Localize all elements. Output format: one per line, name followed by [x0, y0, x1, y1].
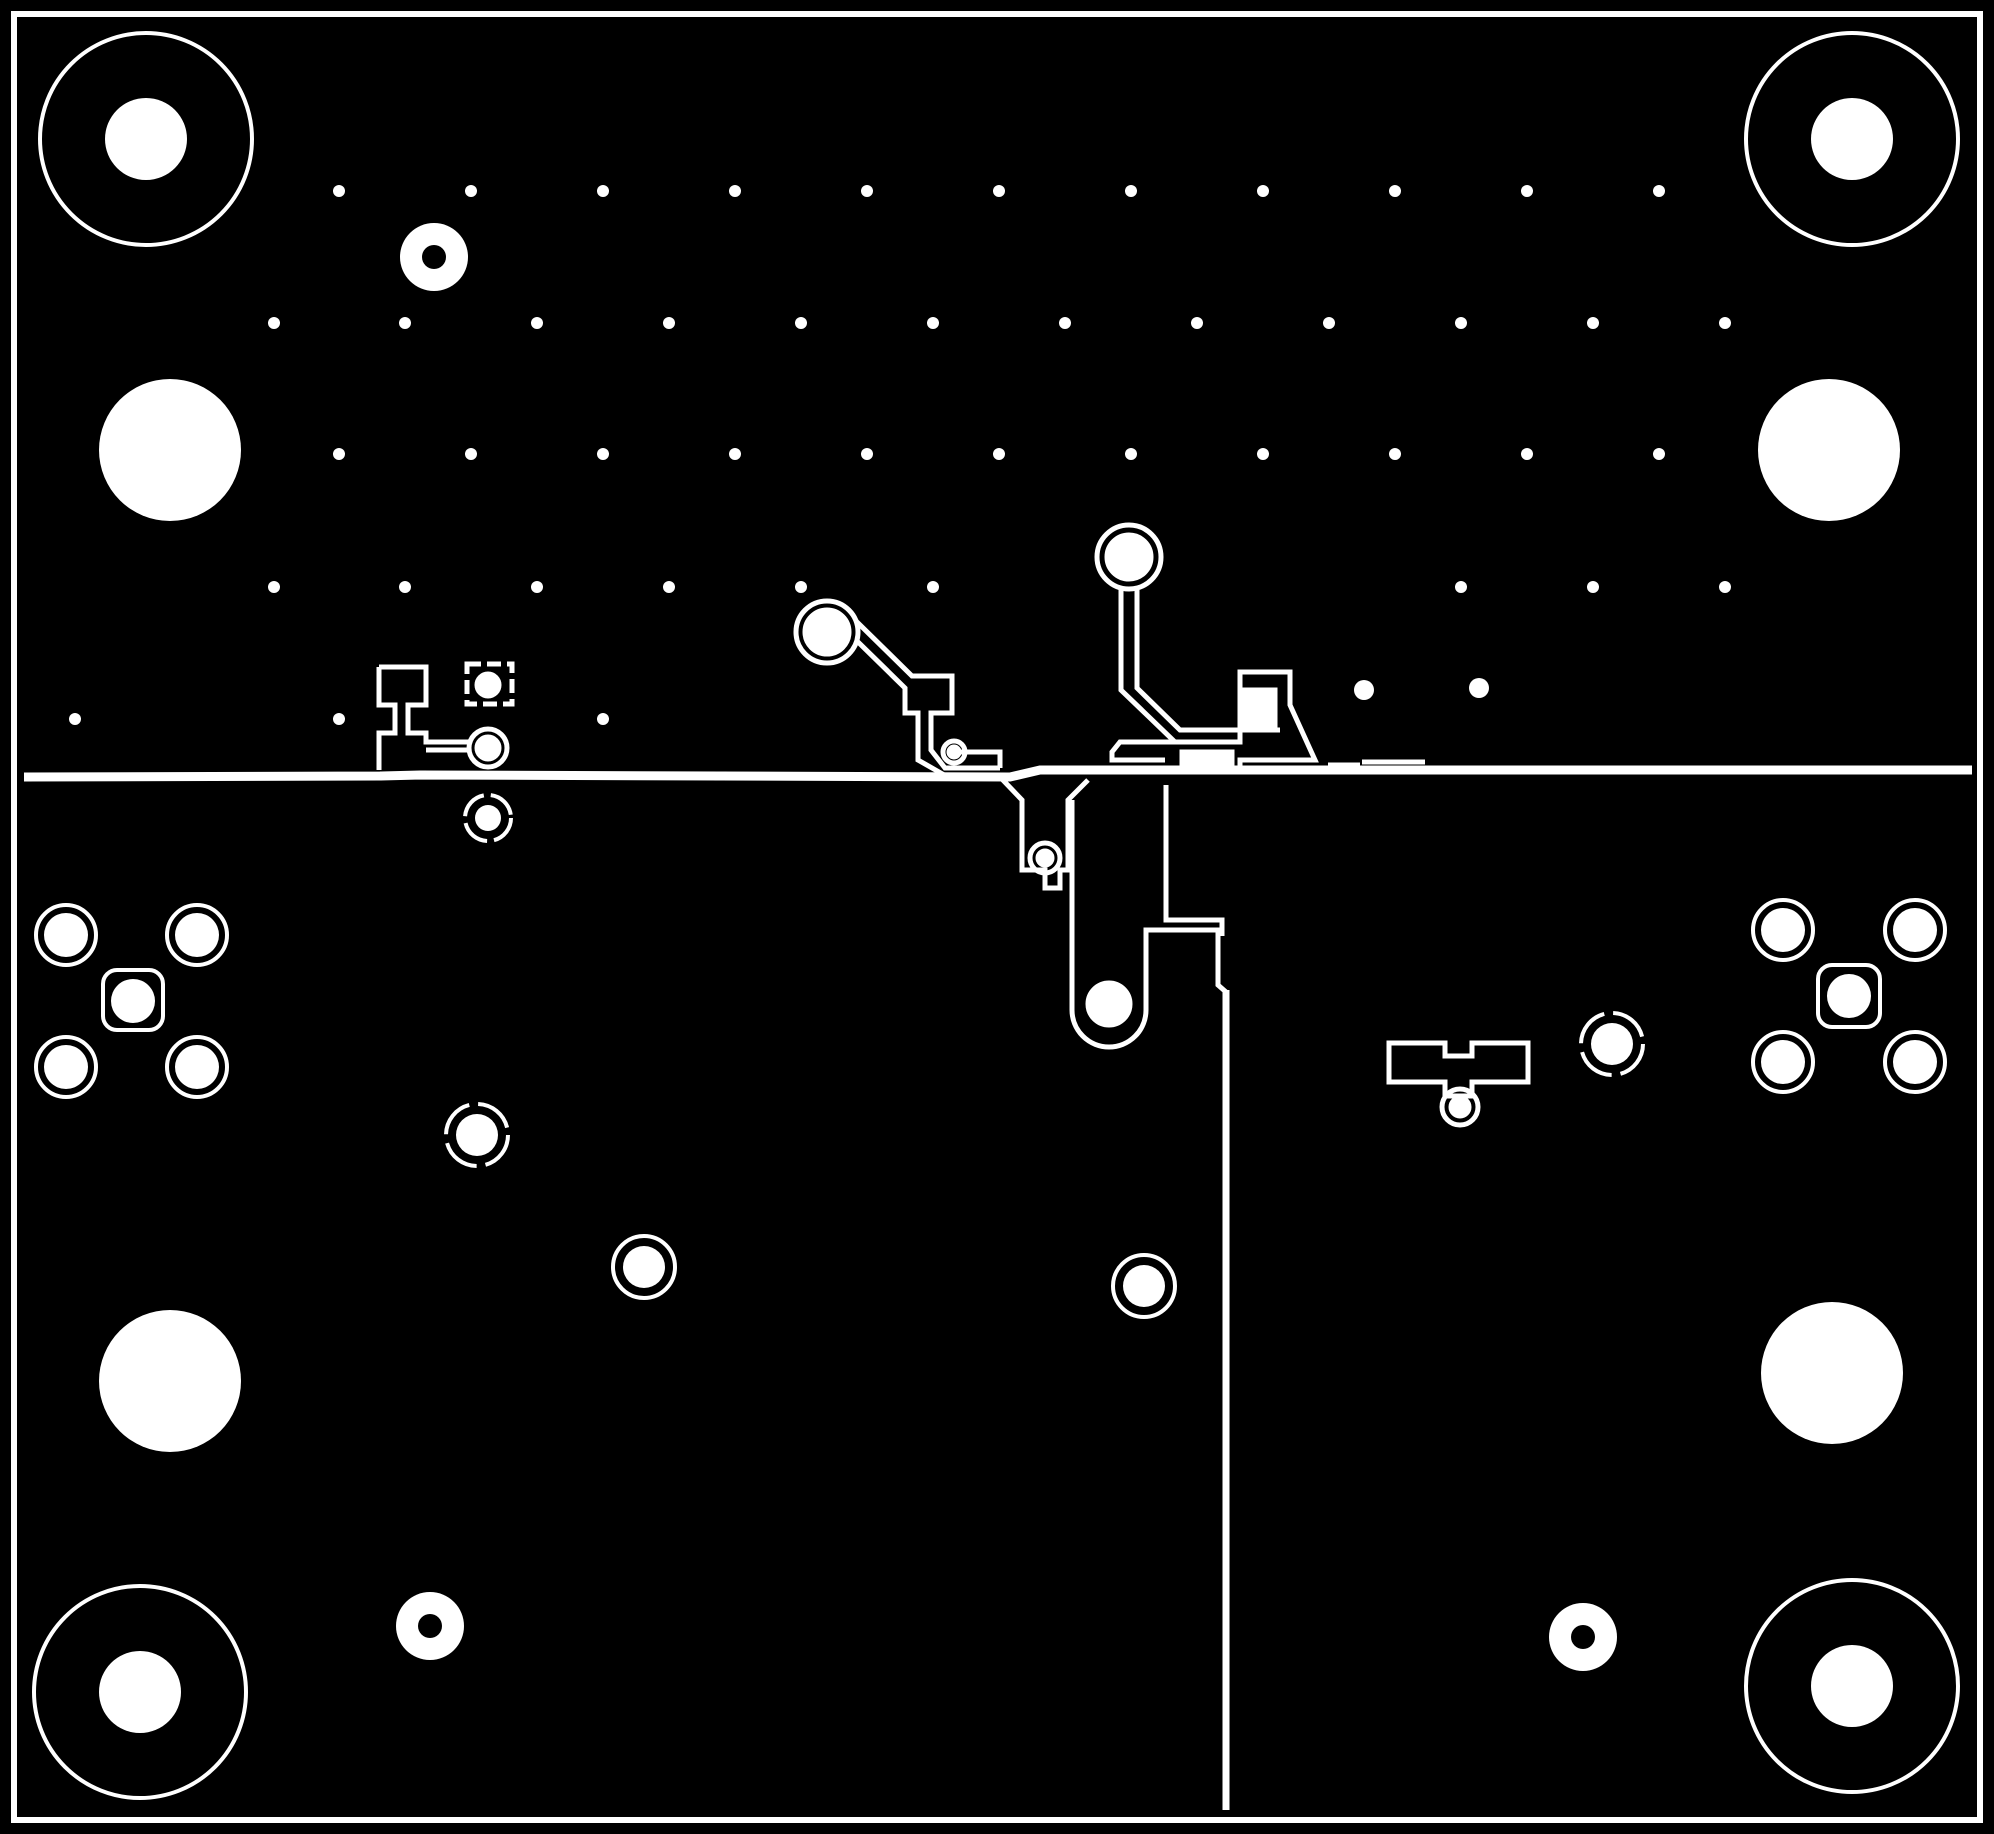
grid-via — [1125, 185, 1137, 197]
grid-via — [531, 317, 543, 329]
board-edge-clearance — [11, 11, 1983, 1823]
grid-via — [1323, 317, 1335, 329]
center-trace-network — [793, 522, 1425, 1050]
grid-via — [268, 317, 280, 329]
grid-via — [1719, 581, 1731, 593]
ring-pad-bottom-left — [396, 1592, 464, 1660]
mounting-hole-bottom-left — [32, 1584, 248, 1800]
grid-via — [1455, 581, 1467, 593]
grid-via — [268, 581, 280, 593]
component-footprint-left — [376, 661, 515, 770]
grid-via — [1389, 185, 1401, 197]
grid-via — [1521, 185, 1533, 197]
grid-via — [1257, 185, 1269, 197]
grid-via — [993, 185, 1005, 197]
pour-split-horizontal — [23, 765, 1972, 782]
grid-via — [663, 581, 675, 593]
grid-via — [861, 448, 873, 460]
large-hole-left-upper — [99, 379, 241, 521]
large-hole-right-lower — [1761, 1302, 1903, 1444]
grid-via — [1587, 581, 1599, 593]
grid-via — [1257, 448, 1269, 460]
ring-pad-bottom-right — [1549, 1603, 1617, 1671]
mounting-hole-bottom-right — [1744, 1578, 1960, 1794]
grid-via — [465, 185, 477, 197]
grid-via — [597, 448, 609, 460]
grid-via — [1653, 185, 1665, 197]
grid-via — [663, 317, 675, 329]
grid-via — [597, 185, 609, 197]
grid-via — [1059, 317, 1071, 329]
mounting-hole-top-right — [1744, 31, 1960, 247]
grid-via — [927, 317, 939, 329]
grid-via — [399, 581, 411, 593]
via-top-loose-2 — [1469, 678, 1489, 698]
via-grid — [268, 185, 1731, 725]
grid-via — [795, 317, 807, 329]
grid-via — [1521, 448, 1533, 460]
via-top-loose-1 — [1354, 680, 1374, 700]
pad-cluster-right — [1751, 898, 1947, 1094]
grid-via — [927, 581, 939, 593]
grid-via — [861, 185, 873, 197]
large-hole-left-lower — [99, 1310, 241, 1452]
grid-via — [1191, 317, 1203, 329]
grid-via — [399, 317, 411, 329]
grid-via — [1719, 317, 1731, 329]
via-bottom-center-right — [1111, 1253, 1177, 1319]
grid-via — [795, 581, 807, 593]
grid-via — [465, 448, 477, 460]
grid-via — [333, 185, 345, 197]
grid-via — [1389, 448, 1401, 460]
grid-via — [597, 713, 609, 725]
grid-via — [993, 448, 1005, 460]
grid-via — [1653, 448, 1665, 460]
large-hole-right-upper — [1758, 379, 1900, 521]
thermal-via-under-split — [463, 793, 513, 843]
mounting-hole-top-left — [38, 31, 254, 247]
grid-via — [1587, 317, 1599, 329]
grid-via — [531, 581, 543, 593]
via-top-loose-3 — [69, 713, 81, 725]
via-bottom-center-left — [611, 1234, 677, 1300]
grid-via — [729, 448, 741, 460]
grid-via — [333, 713, 345, 725]
grid-via — [1125, 448, 1137, 460]
thermal-via-left — [444, 1102, 510, 1168]
grid-via — [333, 448, 345, 460]
component-footprint-right — [1386, 1040, 1531, 1128]
grid-via — [1455, 317, 1467, 329]
grid-via — [729, 185, 741, 197]
ring-pad-top — [400, 223, 468, 291]
pad-cluster-left — [34, 903, 229, 1099]
thermal-via-right — [1579, 1011, 1645, 1077]
